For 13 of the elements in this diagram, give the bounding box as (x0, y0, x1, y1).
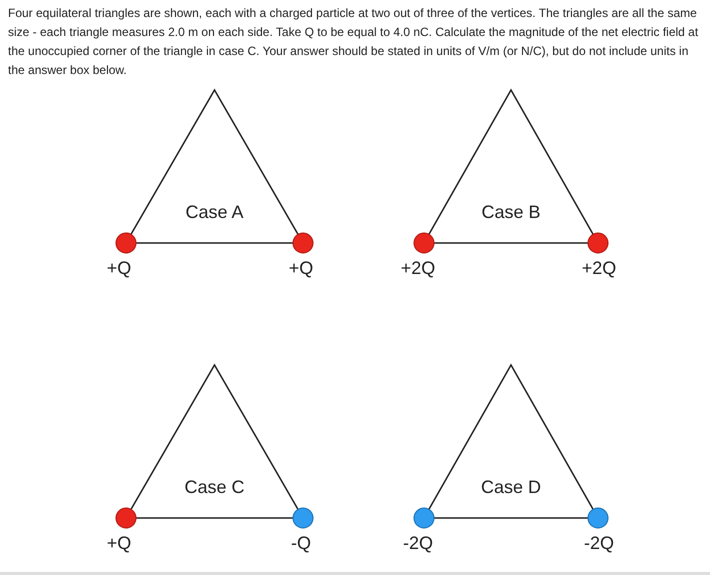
case-label: Case A (184, 202, 245, 223)
case-label: Case D (480, 477, 542, 498)
charge-label: +2Q (400, 258, 436, 279)
charge-label: +Q (288, 258, 314, 279)
charge-label: +2Q (582, 258, 616, 279)
case-label: Case B (480, 202, 542, 223)
charge-label: -2Q (584, 533, 614, 554)
question-text: Four equilateral triangles are shown, each with a charged particle at two out of three of the vertices. The triangles are all the same size - each triangle measures 2.0 m on each side. Take Q to be equal to 4.0 nC. Calculate the magnitude of the net electric field at the unoccupied corner of the triangle in case C. Your answer should be stated in units of V/m (or N/C), but do not include units in the answer box below. (8, 5, 700, 79)
charge-label: +Q (106, 258, 132, 279)
case-label: Case C (183, 477, 246, 498)
charge-label: -Q (291, 533, 311, 554)
charge-label: -2Q (403, 533, 433, 554)
charge-label: +Q (106, 533, 132, 554)
